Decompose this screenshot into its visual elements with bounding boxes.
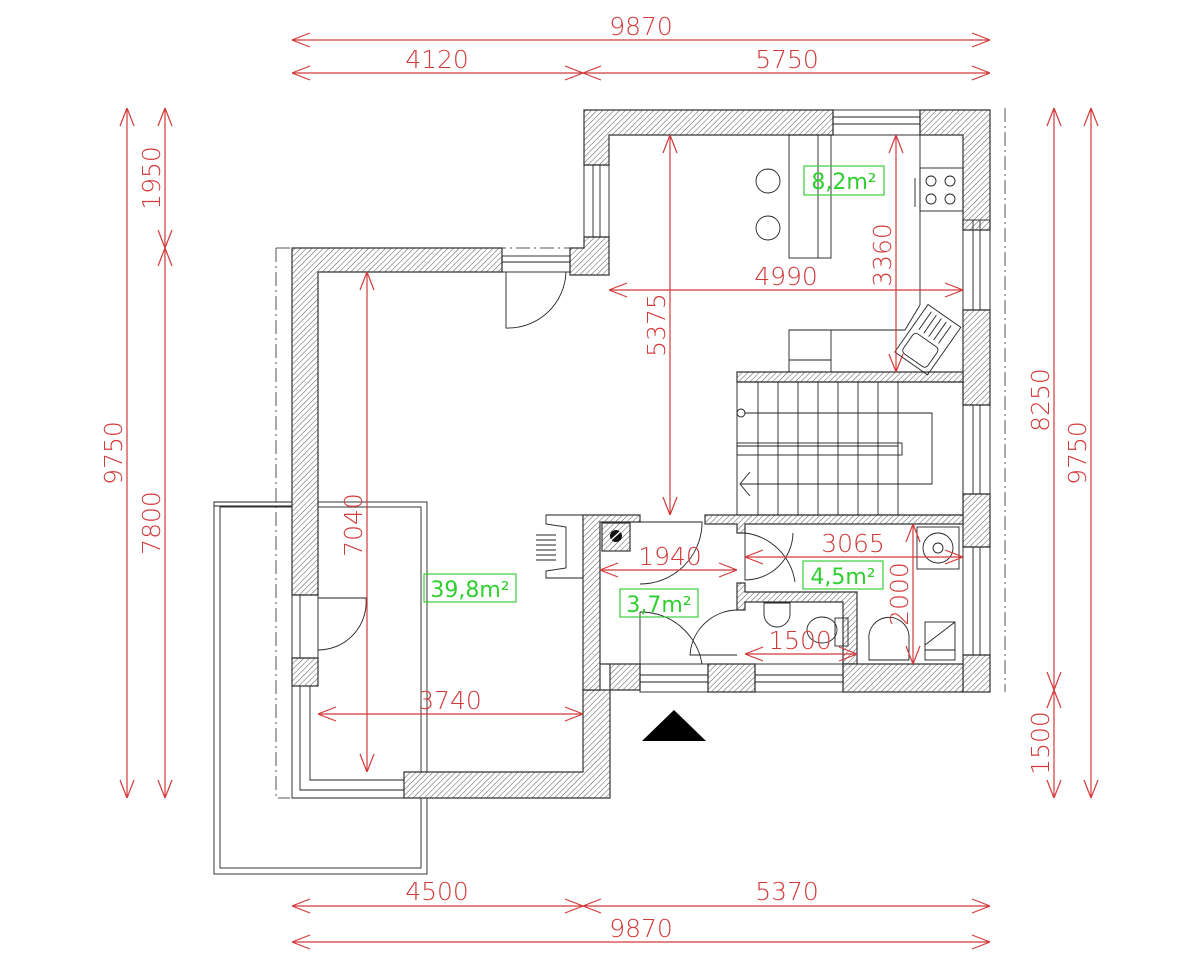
fireplace bbox=[536, 514, 583, 579]
dim-entry-width: 1940 bbox=[638, 542, 702, 571]
dimension-labels: 9870 4120 5750 4500 5370 9870 9750 1950 … bbox=[99, 12, 1092, 943]
dim-top-total: 9870 bbox=[609, 12, 673, 41]
windows bbox=[291, 109, 991, 799]
dim-bath-width: 3065 bbox=[821, 529, 885, 558]
dim-bottom-total: 9870 bbox=[609, 914, 673, 943]
dim-bath-depth: 2000 bbox=[885, 562, 914, 626]
entry-area-label: 3,7m² bbox=[626, 593, 691, 618]
dim-right-lower: 1500 bbox=[1026, 711, 1055, 775]
bar-stool-icon bbox=[755, 168, 781, 194]
kitchen-island bbox=[788, 134, 832, 259]
dim-right-upper: 8250 bbox=[1026, 368, 1055, 432]
dim-living-width: 3740 bbox=[418, 686, 482, 715]
dim-living-height: 7040 bbox=[339, 493, 368, 557]
dim-top-right: 5750 bbox=[755, 45, 819, 74]
dim-kitchen-width: 4990 bbox=[754, 262, 818, 291]
kitchen-sink-icon bbox=[894, 303, 962, 376]
bar-stool-icon bbox=[755, 215, 781, 241]
boiler-icon bbox=[610, 530, 622, 542]
dim-right-total: 9750 bbox=[1063, 421, 1092, 485]
stair-start-icon bbox=[736, 408, 746, 418]
bathroom-area-label: 4,5m² bbox=[810, 565, 875, 590]
dim-left-lower: 7800 bbox=[137, 491, 166, 555]
dim-bottom-right: 5370 bbox=[755, 877, 819, 906]
toilet-icon bbox=[806, 616, 838, 644]
dim-kitchen-depth: 3360 bbox=[868, 223, 897, 287]
dim-hall-height: 5375 bbox=[642, 293, 671, 357]
staircase bbox=[736, 381, 964, 516]
dimension-lines bbox=[127, 40, 1091, 942]
dim-wc-width: 1500 bbox=[768, 626, 832, 655]
entrance-arrow-icon bbox=[642, 710, 706, 741]
stair-treads bbox=[757, 382, 899, 515]
kitchen-fixtures bbox=[755, 134, 964, 376]
walls bbox=[291, 109, 991, 799]
terrace bbox=[213, 501, 428, 875]
dim-bottom-left: 4500 bbox=[405, 877, 469, 906]
dim-left-total: 9750 bbox=[99, 421, 128, 485]
kitchen-area-label: 8,2m² bbox=[811, 170, 876, 195]
washing-machine-icon bbox=[924, 621, 956, 661]
cooktop-icon bbox=[919, 167, 964, 212]
wc-basin-icon bbox=[763, 602, 791, 628]
doors bbox=[317, 271, 796, 665]
living-area-label: 39,8m² bbox=[430, 578, 509, 603]
dim-top-left: 4120 bbox=[405, 45, 469, 74]
room-area-labels: 8,2m² 39,8m² 3,7m² 4,5m² bbox=[423, 165, 885, 618]
dim-left-upper: 1950 bbox=[137, 146, 166, 210]
